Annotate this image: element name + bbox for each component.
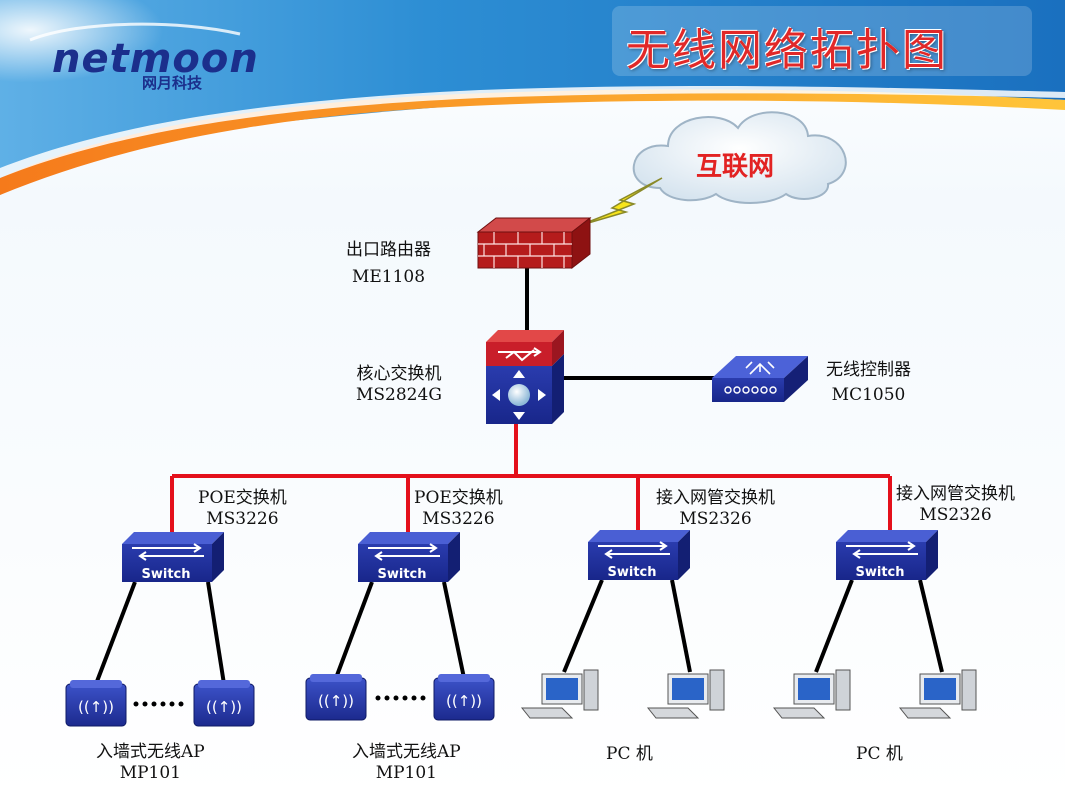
switch-label-2: POE交换机 MS3226 xyxy=(414,488,503,530)
switch-icon-3[interactable]: Switch xyxy=(588,530,690,580)
endpoint-name: PC 机 xyxy=(856,744,903,764)
endpoint-model: MP101 xyxy=(375,763,437,783)
endpoint-label-4: PC 机 xyxy=(856,744,903,765)
access-point-icon[interactable]: ((↑)) xyxy=(193,680,255,727)
pc-icon[interactable] xyxy=(646,669,725,719)
switch-icon-text: Switch xyxy=(855,565,904,580)
router-label: 出口路由器 ME1108 xyxy=(346,240,431,288)
endpoint-label-3: PC 机 xyxy=(606,744,653,765)
switch-icon-1[interactable]: Switch xyxy=(122,532,224,582)
core-switch-label: 核心交换机 MS2824G xyxy=(356,364,442,406)
pc-icon[interactable] xyxy=(772,669,851,719)
internet-cloud-icon xyxy=(632,111,847,204)
router-model: ME1108 xyxy=(351,267,426,287)
switch-model: MS3226 xyxy=(206,509,279,529)
page-title: 无线网络拓扑图 xyxy=(626,25,948,76)
logo-subtitle: 网月科技 xyxy=(142,74,203,92)
svg-text:((↑)): ((↑)) xyxy=(446,692,482,710)
switch-icon-text: Switch xyxy=(141,567,190,582)
ellipsis-dots xyxy=(133,695,426,707)
pc-icon[interactable] xyxy=(898,669,977,719)
switch-label-3: 接入网管交换机 MS2326 xyxy=(656,488,775,530)
router-name: 出口路由器 xyxy=(346,240,431,260)
header-banner xyxy=(0,0,1065,195)
switch-model: MS2326 xyxy=(919,505,992,525)
switch-name: POE交换机 xyxy=(414,488,503,508)
switch-label-4: 接入网管交换机 MS2326 xyxy=(896,484,1015,526)
switch-icon-2[interactable]: Switch xyxy=(358,532,460,582)
switch-name: POE交换机 xyxy=(198,488,287,508)
switch-icon-text: Switch xyxy=(377,567,426,582)
switch-model: MS2326 xyxy=(679,509,752,529)
switch-name: 接入网管交换机 xyxy=(896,484,1015,504)
pc-icon[interactable] xyxy=(520,669,599,719)
switch-label-1: POE交换机 MS3226 xyxy=(198,488,287,530)
logo-mark xyxy=(29,22,241,42)
switch-name: 接入网管交换机 xyxy=(656,488,775,508)
core-switch-icon[interactable] xyxy=(486,330,564,424)
svg-text:((↑)): ((↑)) xyxy=(206,698,242,716)
core-switch-name: 核心交换机 xyxy=(356,364,442,384)
access-point-icon[interactable]: ((↑)) xyxy=(65,680,127,727)
firewall-router-icon[interactable] xyxy=(476,216,592,270)
switch-icon-text: Switch xyxy=(607,565,656,580)
internet-label: 互联网 xyxy=(696,152,775,182)
endpoint-model: MP101 xyxy=(119,763,181,783)
svg-text:((↑)): ((↑)) xyxy=(78,698,114,716)
access-point-icon[interactable]: ((↑)) xyxy=(433,674,495,721)
controller-label: 无线控制器 MC1050 xyxy=(826,360,911,406)
switch-icon-4[interactable]: Switch xyxy=(836,530,938,580)
controller-name: 无线控制器 xyxy=(826,360,911,380)
endpoint-name: 入墙式无线AP xyxy=(96,742,205,762)
endpoint-name: 入墙式无线AP xyxy=(352,742,461,762)
switch-model: MS3226 xyxy=(422,509,495,529)
wireless-controller-icon[interactable] xyxy=(712,356,808,402)
logo: netmoon xyxy=(52,36,259,82)
endpoint-name: PC 机 xyxy=(606,744,653,764)
core-switch-model: MS2824G xyxy=(356,385,442,405)
endpoint-label-1: 入墙式无线AP MP101 xyxy=(96,742,205,784)
links xyxy=(94,268,944,685)
controller-model: MC1050 xyxy=(831,385,906,405)
access-point-icon[interactable]: ((↑)) xyxy=(305,674,367,721)
svg-text:((↑)): ((↑)) xyxy=(318,692,354,710)
endpoint-label-2: 入墙式无线AP MP101 xyxy=(352,742,461,784)
